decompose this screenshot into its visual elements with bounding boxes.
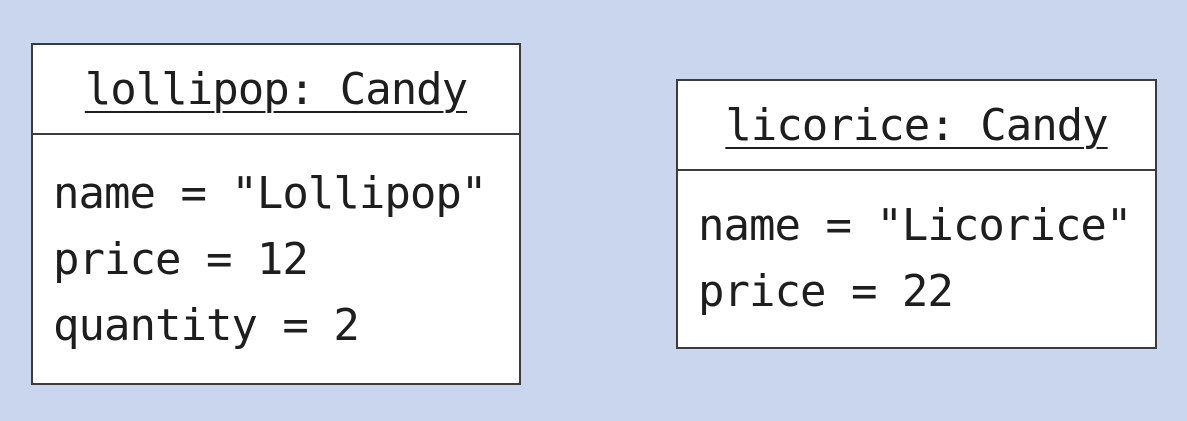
object-attributes: name = "Licorice" price = 22 [678,171,1155,325]
attribute-row: price = 12 [53,234,309,285]
attribute-row: name = "Lollipop" [53,168,487,219]
object-header: lollipop: Candy [33,45,519,135]
attribute-row: name = "Licorice" [698,200,1132,251]
attribute-row: quantity = 2 [53,300,360,351]
object-header: licorice: Candy [678,81,1155,171]
object-attributes: name = "Lollipop" price = 12 quantity = … [33,135,519,359]
object-title: lollipop: Candy [84,63,468,115]
attribute-row: price = 22 [698,266,954,317]
object-box-licorice: licorice: Candy name = "Licorice" price … [676,79,1157,349]
object-box-lollipop: lollipop: Candy name = "Lollipop" price … [31,43,521,385]
object-title: licorice: Candy [725,99,1108,151]
